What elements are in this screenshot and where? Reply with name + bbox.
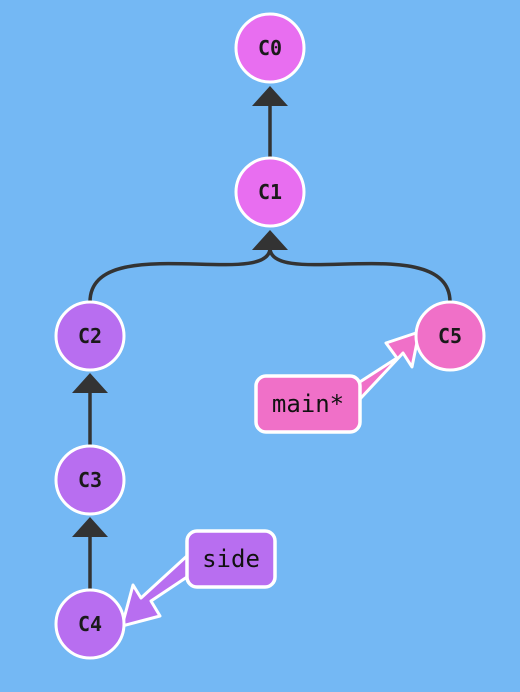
commit-c0[interactable]: C0: [234, 12, 306, 84]
commit-label-c2: C2: [78, 324, 102, 348]
branch-text-main: main*: [272, 390, 344, 418]
commit-c2[interactable]: C2: [54, 300, 126, 372]
commit-c4[interactable]: C4: [54, 588, 126, 660]
branch-box-main: [254, 374, 362, 434]
commit-node-c5: [414, 300, 486, 372]
edge-c2-c1: [88, 247, 272, 303]
branch-label-main[interactable]: main*: [254, 374, 362, 434]
arrowhead-c1-icon: [252, 230, 288, 250]
commit-node-c4: [54, 588, 126, 660]
edges: [88, 104, 452, 590]
main-pointer-arrow: [350, 330, 421, 401]
branch-label-side[interactable]: side: [185, 529, 277, 589]
branch-pointers: [120, 330, 421, 628]
commit-label-c5: C5: [438, 324, 462, 348]
commit-c1[interactable]: C1: [234, 156, 306, 228]
commit-label-c1: C1: [258, 180, 282, 204]
commit-node-c0: [234, 12, 306, 84]
branch-box-side: [185, 529, 277, 589]
arrowhead-c0-icon: [252, 86, 288, 106]
commit-label-c0: C0: [258, 36, 282, 60]
commit-node-c2: [54, 300, 126, 372]
side-pointer-arrow: [120, 553, 201, 628]
commit-label-c4: C4: [78, 612, 102, 636]
arrowhead-c2-icon: [72, 373, 108, 393]
commit-c3[interactable]: C3: [54, 444, 126, 516]
commit-c5[interactable]: C5: [414, 300, 486, 372]
commit-node-c3: [54, 444, 126, 516]
commit-node-c1: [234, 156, 306, 228]
branch-text-side: side: [202, 545, 260, 573]
arrowheads: [72, 86, 288, 537]
edge-c5-c1: [268, 247, 452, 303]
commit-label-c3: C3: [78, 468, 102, 492]
arrowhead-c3-icon: [72, 517, 108, 537]
